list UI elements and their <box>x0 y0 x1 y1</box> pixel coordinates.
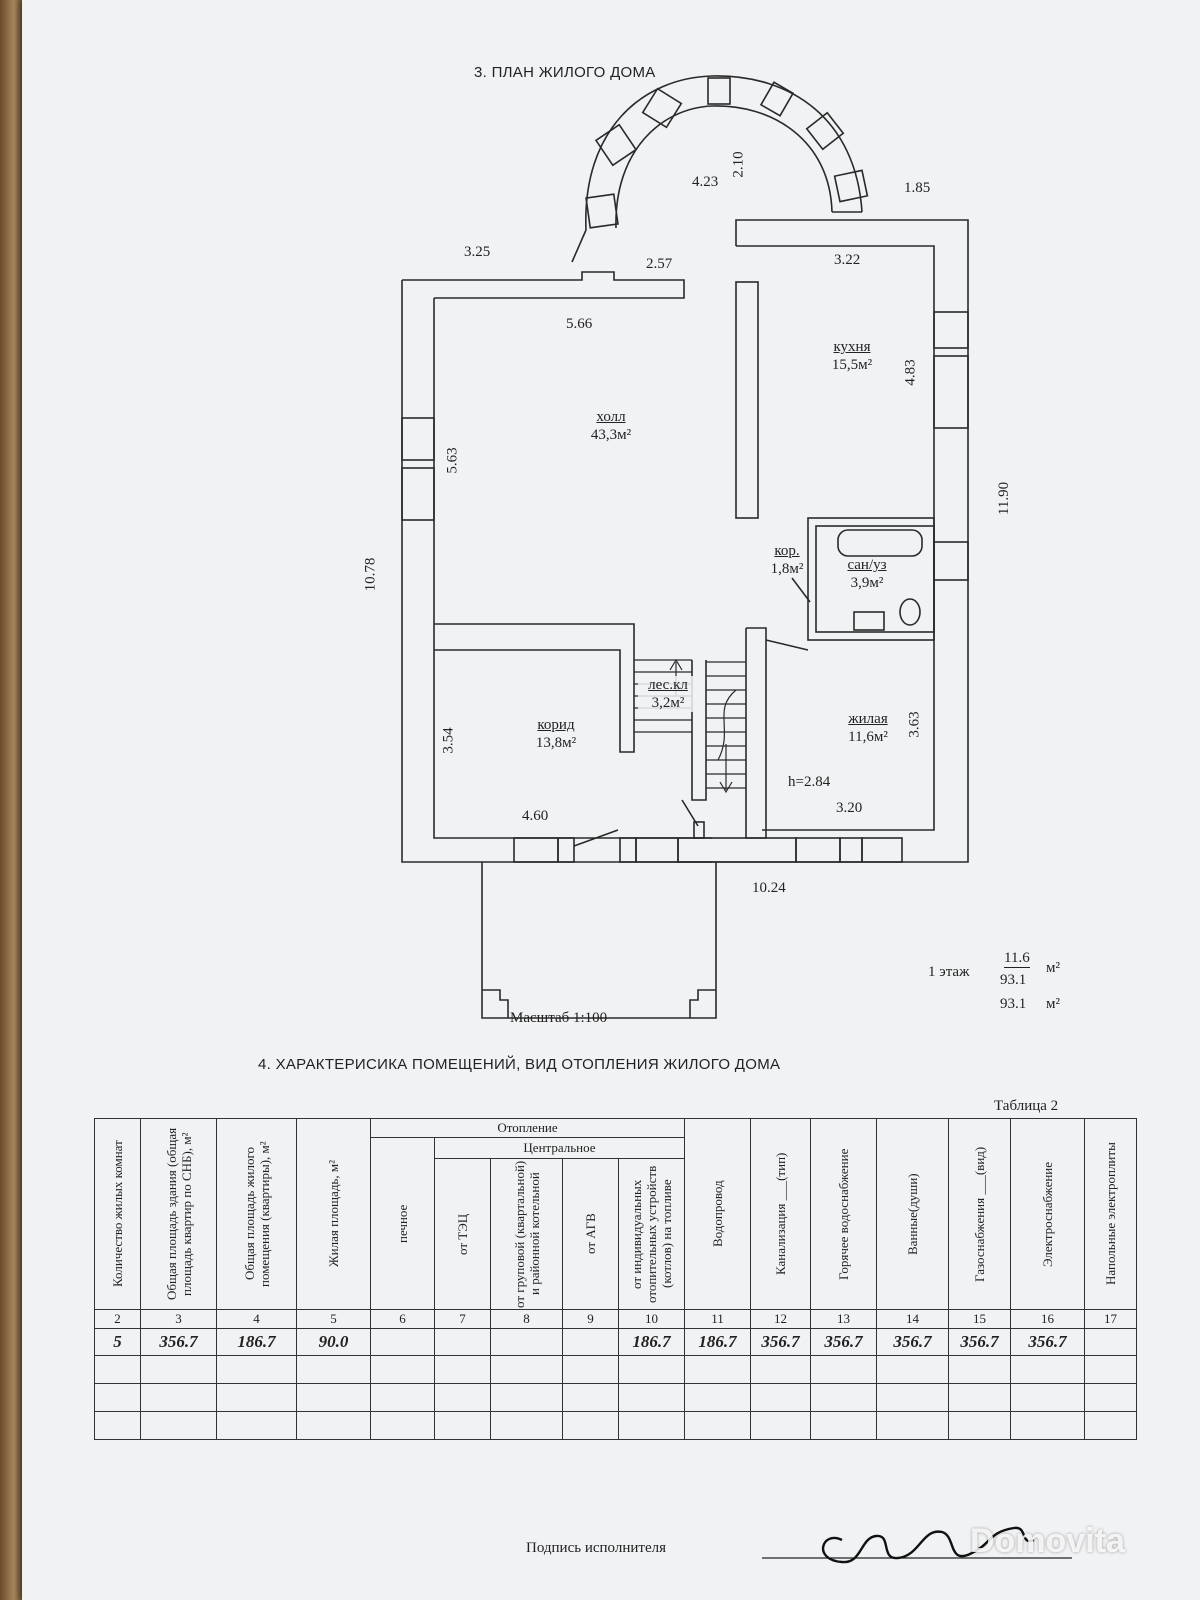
header-cell: Канализация ___(тип) <box>750 1118 811 1310</box>
dim-top-mid: 2.57 <box>646 256 673 272</box>
header-cell: печное <box>370 1137 435 1310</box>
document-page: 3. ПЛАН ЖИЛОГО ДОМА 4.23 2.10 1.85 3.25 … <box>22 0 1200 1600</box>
summary-unit-2: м² <box>1046 996 1060 1012</box>
dim-corridor-width: 4.60 <box>522 808 549 824</box>
room-bath-area: 3,9м² <box>850 575 884 591</box>
room-korr-area: 1,8м² <box>770 561 804 577</box>
wall-top-right <box>735 219 969 308</box>
header-cell: Жилая площадь, м² <box>296 1118 371 1310</box>
header-cell: от АГВ <box>562 1158 619 1310</box>
plan-scale: Масштаб 1:100 <box>510 1010 608 1026</box>
partition-hall-kitchen <box>735 281 759 519</box>
bathtub-icon <box>837 529 923 557</box>
wall-inner-right <box>762 308 935 831</box>
room-corridor-name: корид <box>537 717 575 733</box>
room-hall: холл 43,3м² <box>566 408 656 444</box>
header-group-central: Центральное <box>434 1137 685 1159</box>
bay-window-marks <box>585 77 869 229</box>
bay-arch-outer <box>585 75 863 231</box>
room-korr-name: кор. <box>774 543 800 559</box>
header-cell: от груповой (квартальной) и районной кот… <box>490 1158 563 1310</box>
wall-outer-left <box>401 280 712 863</box>
dim-arc-depth: 2.10 <box>730 151 747 178</box>
room-bath: сан/уз 3,9м² <box>832 556 902 592</box>
wall-inner-left <box>433 310 712 839</box>
dim-right-top: 1.85 <box>904 180 931 196</box>
dim-right-total: 11.90 <box>996 481 1013 516</box>
dim-arc-width: 4.23 <box>692 174 719 190</box>
sink-icon <box>853 611 885 631</box>
table-row-empty <box>94 1355 1137 1384</box>
header-cell: от ТЭЦ <box>434 1158 491 1310</box>
signature-mark <box>762 1526 1072 1564</box>
room-living: жилая 11,6м² <box>828 710 908 746</box>
header-cell: от индивидуальных отопительных устройств… <box>618 1158 685 1310</box>
table-row-empty <box>94 1411 1137 1440</box>
table-row-empty <box>94 1383 1137 1412</box>
signature-label: Подпись исполнителя <box>526 1540 666 1556</box>
header-cell: Газоснабжения ___(вид) <box>948 1118 1011 1310</box>
dim-hall-width: 5.66 <box>566 316 593 332</box>
section-title: 4. ХАРАКТЕРИСИКА ПОМЕЩЕНИЙ, ВИД ОТОПЛЕНИ… <box>258 1056 781 1073</box>
partition-stairs-living <box>745 627 767 839</box>
dim-bottom-total: 10.24 <box>752 880 786 896</box>
room-stairs-name: лес.кл <box>648 677 688 693</box>
dim-left-total: 10.78 <box>362 557 379 592</box>
header-cell: Водопровод <box>684 1118 751 1310</box>
room-corridor-area: 13,8м² <box>535 735 577 751</box>
room-hall-name: холл <box>596 409 626 425</box>
header-cell: Общая площадь жилого помещения (квартиры… <box>216 1118 297 1310</box>
room-stairs: лес.кл 3,2м² <box>638 676 698 712</box>
rooms-heating-table: Количество жилых комнат Общая площадь зд… <box>94 1118 1137 1440</box>
room-hall-area: 43,3м² <box>590 427 632 443</box>
room-corridor: корид 13,8м² <box>516 716 596 752</box>
dim-corridor-depth: 3.54 <box>440 727 457 754</box>
dim-top-left: 3.25 <box>464 244 491 260</box>
toilet-icon <box>899 598 921 626</box>
watermark-logo: Domovita <box>970 1522 1125 1560</box>
dim-hall-depth: 5.63 <box>444 447 461 474</box>
room-bath-name: сан/уз <box>847 557 887 573</box>
dim-kitchen-width: 3.22 <box>834 252 861 268</box>
partition-hall-corridor <box>434 623 635 753</box>
summary-unit: м² <box>1046 960 1060 976</box>
room-kitchen: кухня 15,5м² <box>812 338 892 374</box>
header-cell: Электроснабжение <box>1010 1118 1085 1310</box>
porch-outline <box>481 862 717 1019</box>
wall-top-left <box>402 271 685 299</box>
room-living-area: 11,6м² <box>848 729 888 745</box>
room-kitchen-area: 15,5м² <box>831 357 873 373</box>
dim-living-width: 3.20 <box>836 800 863 816</box>
summary-floor: 1 этаж <box>928 964 970 980</box>
room-kitchen-name: кухня <box>833 339 871 355</box>
header-cell: Ванные(души) <box>876 1118 949 1310</box>
plan-title: 3. ПЛАН ЖИЛОГО ДОМА <box>474 64 656 81</box>
header-cell: Напольные электроплиты <box>1084 1118 1137 1310</box>
dim-height: h=2.84 <box>788 774 831 790</box>
header-cell: Количество жилых комнат <box>94 1118 141 1310</box>
header-group-heating: Отопление <box>370 1118 685 1138</box>
room-living-name: жилая <box>848 711 888 727</box>
dim-living-depth: 3.63 <box>906 711 923 738</box>
summary-total: 93.1 <box>1000 972 1027 988</box>
summary-total-2: 93.1 <box>1000 996 1027 1012</box>
header-cell: Горячее водоснабжение <box>810 1118 877 1310</box>
table-label: Таблица 2 <box>994 1098 1059 1114</box>
room-stairs-area: 3,2м² <box>651 695 685 711</box>
header-cell: Общая площадь здания (общая площадь квар… <box>140 1118 217 1310</box>
floor-plan-drawing <box>401 75 969 1019</box>
dim-kitchen-depth: 4.83 <box>902 359 919 386</box>
room-korr: кор. 1,8м² <box>762 542 812 578</box>
summary-living: 11.6 <box>1004 950 1030 968</box>
